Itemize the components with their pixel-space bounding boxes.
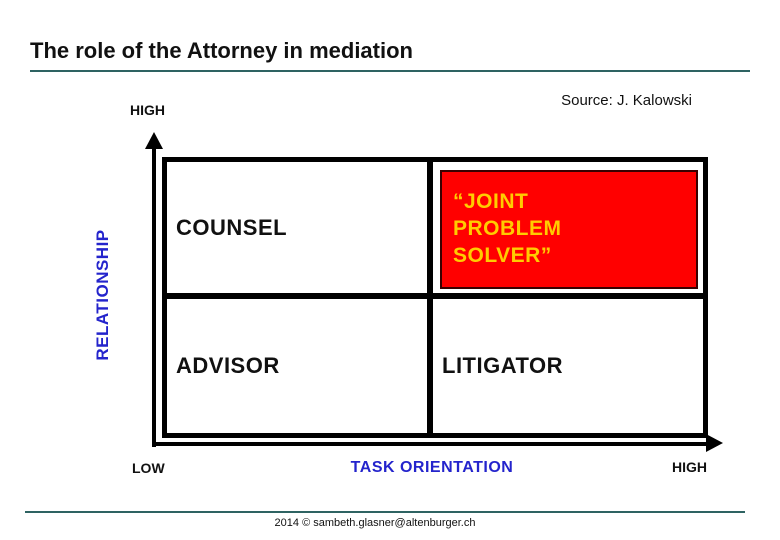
quadrant-label-joint-problem-solver: “JOINT PROBLEM SOLVER”: [453, 190, 562, 267]
quadrant-bottom-left: ADVISOR: [167, 299, 427, 433]
quadrant-label-advisor: ADVISOR: [176, 353, 280, 378]
divider-center: [427, 293, 433, 299]
x-axis-high-label: HIGH: [672, 459, 707, 475]
x-axis-arrow-icon: [706, 434, 723, 452]
footer-credit: 2014 © sambeth.glasner@altenburger.ch: [274, 517, 476, 529]
horizontal-divider-right: [433, 293, 703, 299]
y-axis-title: RELATIONSHIP: [93, 229, 112, 361]
quadrant-label-counsel: COUNSEL: [176, 214, 288, 240]
slide-title: The role of the Attorney in mediation: [30, 38, 413, 63]
y-axis-high-label: HIGH: [130, 102, 165, 118]
quadrant-bottom-right: LITIGATOR: [433, 299, 703, 433]
quadrant-matrix: COUNSEL ADVISOR LITIGATOR “JOINT PROBLEM…: [162, 157, 708, 438]
y-axis-line: [152, 147, 156, 447]
quadrant-top-left: COUNSEL: [167, 162, 427, 293]
source-credit: Source: J. Kalowski: [561, 92, 692, 109]
x-axis-line: [153, 442, 710, 446]
quadrant-label-litigator: LITIGATOR: [442, 353, 564, 378]
x-axis-low-label: LOW: [132, 460, 165, 476]
horizontal-divider: [167, 293, 427, 299]
title-underline: [30, 70, 750, 72]
y-axis-arrow-icon: [145, 132, 163, 149]
vertical-divider: [427, 162, 433, 293]
x-axis-title: TASK ORIENTATION: [350, 459, 514, 476]
highlight-box: “JOINT PROBLEM SOLVER”: [440, 170, 698, 289]
footer-rule: [25, 511, 745, 513]
vertical-divider-bottom: [427, 299, 433, 433]
